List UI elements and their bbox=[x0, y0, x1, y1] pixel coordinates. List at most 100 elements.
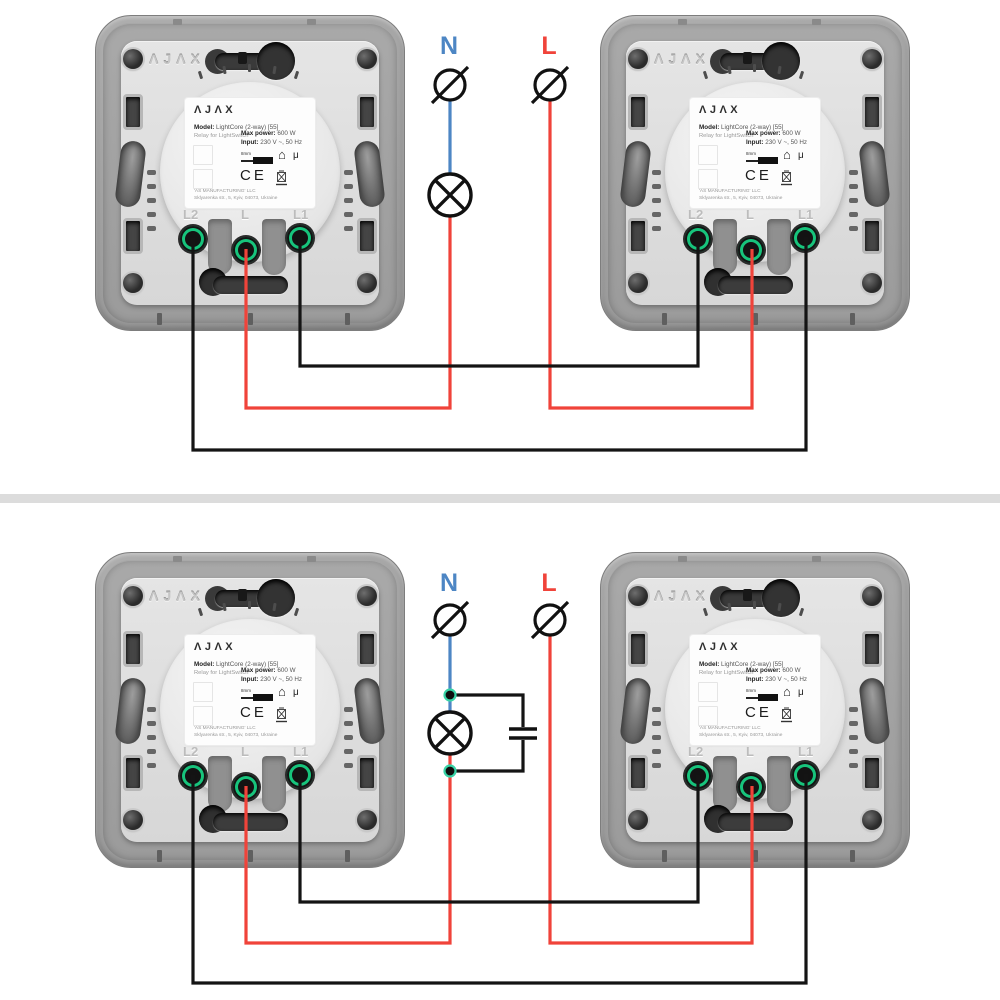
micro-gap-symbol: μ bbox=[798, 150, 804, 161]
wire-strip-gauge-icon bbox=[746, 160, 758, 162]
vent-notches bbox=[849, 161, 858, 240]
wire-strip-gauge-icon bbox=[253, 157, 273, 164]
supply-label-n: N bbox=[440, 32, 458, 60]
terminal-l bbox=[233, 774, 259, 800]
screw-hole bbox=[628, 810, 648, 830]
supply-label-n: N bbox=[440, 569, 458, 597]
label-input-rating: Input: 230 V ~, 50 Hz bbox=[746, 676, 808, 683]
terminal-l1 bbox=[792, 225, 818, 251]
wire-strip-gauge-icon bbox=[241, 160, 253, 162]
light-switch-relay-device: ΛJΛX ΛJΛX Model: LightCore (2-way) [55] … bbox=[95, 15, 405, 331]
light-switch-relay-device: ΛJΛX ΛJΛX Model: LightCore (2-way) [55] … bbox=[600, 552, 910, 868]
label-input-rating: Input: 230 V ~, 50 Hz bbox=[241, 676, 303, 683]
edge-slot bbox=[357, 94, 377, 130]
vent-notches bbox=[849, 698, 858, 777]
screw-hole bbox=[123, 273, 143, 293]
mounting-slot-top bbox=[762, 42, 800, 80]
label-placeholder-box bbox=[698, 682, 718, 702]
terminal-gap bbox=[767, 219, 791, 275]
wire-capacitor-branch-bottom bbox=[450, 740, 525, 773]
frame-notch bbox=[662, 313, 667, 325]
edge-slot bbox=[628, 631, 648, 667]
indoor-use-house-icon: ⌂ bbox=[278, 147, 286, 162]
embossed-brand-logo: ΛJΛX bbox=[654, 51, 710, 67]
label-max-power: Max power: 600 W bbox=[241, 667, 296, 674]
supply-terminal-n-slash bbox=[430, 600, 470, 640]
mounting-slot-pin bbox=[743, 52, 752, 64]
terminal-label-l1: L1 bbox=[293, 744, 309, 759]
terminal-gap bbox=[262, 219, 286, 275]
label-brand-logo: ΛJΛX bbox=[699, 104, 742, 116]
mounting-slot-pin bbox=[238, 589, 247, 601]
module-notch bbox=[248, 601, 251, 609]
indoor-use-house-icon: ⌂ bbox=[278, 684, 286, 699]
frame-notch bbox=[678, 19, 687, 25]
screw-hole bbox=[628, 273, 648, 293]
label-model: Model: LightCore (2-way) [55] bbox=[194, 661, 279, 668]
frame-notch bbox=[307, 19, 316, 25]
frame-notch bbox=[753, 313, 758, 325]
mounting-slot-bottom bbox=[213, 276, 288, 294]
label-max-power: Max power: 600 W bbox=[746, 130, 801, 137]
embossed-brand-logo: ΛJΛX bbox=[149, 51, 205, 67]
screw-hole bbox=[862, 810, 882, 830]
module-notch bbox=[753, 64, 756, 72]
mounting-slot-top bbox=[257, 579, 295, 617]
micro-gap-symbol: μ bbox=[293, 687, 299, 698]
junction-dot bbox=[443, 688, 457, 702]
supply-terminal-n bbox=[433, 68, 467, 102]
terminal-l2 bbox=[180, 226, 206, 252]
screw-hole bbox=[357, 586, 377, 606]
frame-notch bbox=[248, 850, 253, 862]
lamp-symbol bbox=[427, 710, 473, 756]
ce-marking: CE bbox=[240, 704, 267, 721]
supply-terminal-l bbox=[533, 68, 567, 102]
wire-capacitor-branch-top bbox=[450, 693, 525, 727]
terminal-l2 bbox=[180, 763, 206, 789]
terminal-l2 bbox=[685, 763, 711, 789]
terminal-l bbox=[738, 774, 764, 800]
terminal-gap bbox=[713, 756, 737, 812]
weee-icon bbox=[276, 707, 287, 723]
label-input-rating: Input: 230 V ~, 50 Hz bbox=[746, 139, 808, 146]
label-placeholder-box bbox=[193, 169, 213, 189]
frame-notch bbox=[173, 556, 182, 562]
ce-marking: CE bbox=[745, 704, 772, 721]
indoor-use-house-icon: ⌂ bbox=[783, 147, 791, 162]
label-placeholder-box bbox=[193, 682, 213, 702]
label-brand-logo: ΛJΛX bbox=[699, 641, 742, 653]
strip-length-label: 8mm bbox=[746, 688, 756, 693]
screw-hole bbox=[628, 586, 648, 606]
mounting-slot-bottom bbox=[213, 813, 288, 831]
vent-notches bbox=[147, 161, 156, 240]
edge-slot bbox=[862, 218, 882, 254]
label-manufacturer: 'AS MANUFACTURING' LLC bbox=[699, 726, 761, 731]
terminal-label-l1: L1 bbox=[798, 744, 814, 759]
terminal-l1 bbox=[287, 225, 313, 251]
label-manufacturer: 'AS MANUFACTURING' LLC bbox=[699, 189, 761, 194]
screw-hole bbox=[357, 273, 377, 293]
mounting-slot-top bbox=[762, 579, 800, 617]
terminal-gap bbox=[262, 756, 286, 812]
label-placeholder-box bbox=[193, 706, 213, 726]
strip-length-label: 8mm bbox=[746, 151, 756, 156]
label-placeholder-box bbox=[193, 145, 213, 165]
frame-notch bbox=[812, 19, 821, 25]
terminal-label-l2: L2 bbox=[688, 207, 704, 222]
frame-notch bbox=[753, 850, 758, 862]
wire-strip-gauge-icon bbox=[746, 697, 758, 699]
wire-strip-gauge-icon bbox=[253, 694, 273, 701]
supply-label-l: L bbox=[541, 32, 556, 60]
label-subtitle: Relay for LightSwitch bbox=[194, 670, 249, 676]
vent-notches bbox=[652, 698, 661, 777]
lamp-cross bbox=[433, 178, 467, 212]
module-notch bbox=[248, 64, 251, 72]
device-label: ΛJΛX Model: LightCore (2-way) [55] Relay… bbox=[690, 635, 820, 745]
frame-notch bbox=[173, 19, 182, 25]
frame-notch bbox=[850, 850, 855, 862]
lamp-symbol bbox=[427, 172, 473, 218]
supply-label-l: L bbox=[541, 569, 556, 597]
lamp-cross bbox=[433, 716, 467, 750]
terminal-l2 bbox=[685, 226, 711, 252]
mounting-slot-bottom bbox=[718, 813, 793, 831]
